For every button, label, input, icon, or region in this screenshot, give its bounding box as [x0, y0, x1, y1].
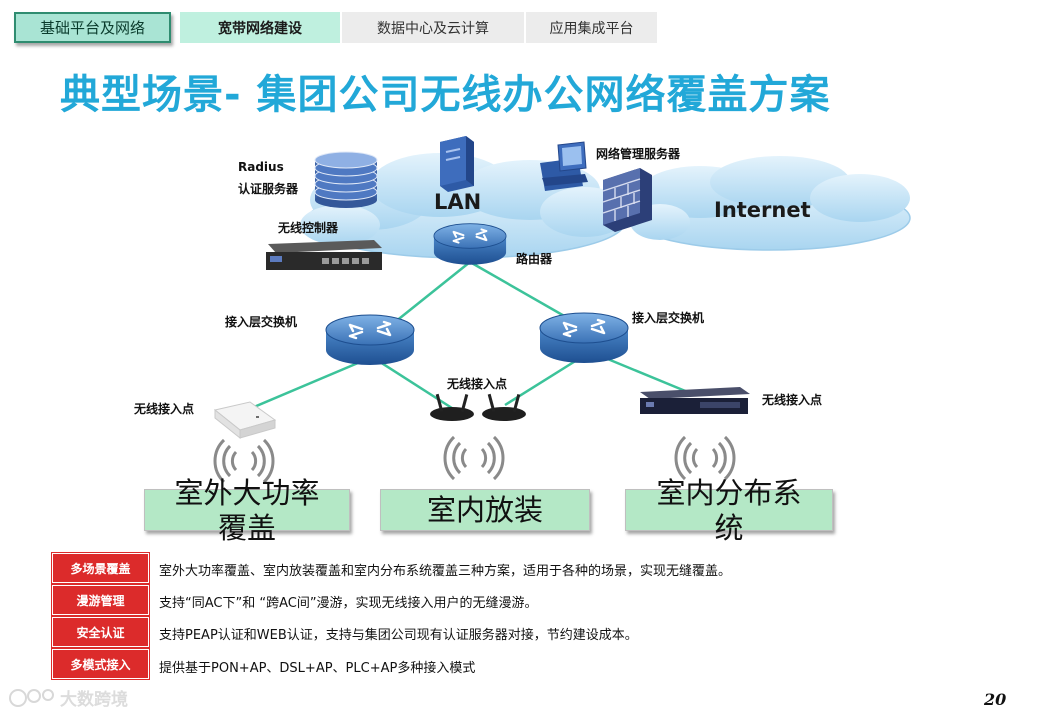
ap-right-label: 无线接入点 [762, 393, 823, 407]
feature-tag-multi-scene: 多场景覆盖 [52, 553, 149, 583]
scenario-das-line1: 室内分布系 [656, 476, 802, 510]
management-pc-icon [540, 141, 588, 191]
internet-label: Internet [714, 198, 811, 222]
ap-middle-left-icon [430, 393, 474, 421]
wlc-label: 无线控制器 [278, 221, 339, 235]
ap-middle-label: 无线接入点 [447, 377, 508, 391]
feature-desc-multi-mode: 提供基于PON+AP、DSL+AP、PLC+AP多种接入模式 [159, 661, 476, 676]
firewall-icon [602, 168, 652, 232]
switch-left-label: 接入层交换机 [225, 315, 298, 329]
ap-right-icon [640, 387, 750, 414]
router-label: 路由器 [516, 252, 553, 266]
nms-label: 网络管理服务器 [596, 147, 681, 161]
scenario-indoor-box [380, 489, 590, 531]
switch-right-icon [538, 311, 630, 365]
feature-tag-security: 安全认证 [52, 617, 149, 647]
scenario-outdoor-box [144, 489, 350, 531]
tab-datacenter-cloud[interactable]: 数据中心及云计算 [342, 12, 524, 43]
wireless-controller-icon [266, 240, 382, 270]
internet-cloud [629, 156, 911, 251]
tab-app-integration[interactable]: 应用集成平台 [526, 12, 657, 43]
switch-right-label: 接入层交换机 [632, 311, 705, 325]
scenario-outdoor-line2: 覆盖 [217, 511, 276, 545]
lan-label: LAN [434, 190, 482, 214]
switch-left-icon [324, 313, 416, 367]
scenario-das-box [625, 489, 833, 531]
ap-left-icon [213, 401, 277, 440]
feature-tag-multi-mode: 多模式接入 [52, 649, 149, 679]
scenario-outdoor-line1: 室外大功率 [174, 476, 320, 510]
scenario-indoor-line1: 室内放装 [426, 493, 543, 527]
feature-desc-security: 支持PEAP认证和WEB认证，支持与集团公司现有认证服务器对接，节约建设成本。 [159, 628, 638, 643]
ap-left-label: 无线接入点 [134, 402, 195, 416]
server-tower-icon [440, 136, 474, 192]
tab-basic-platform[interactable]: 基础平台及网络 [14, 12, 171, 43]
ap-middle-right-icon [482, 393, 526, 421]
radius-label: Radius [238, 160, 284, 174]
feature-desc-multi-scene: 室外大功率覆盖、室内放装覆盖和室内分布系统覆盖三种方案，适用于各种的场景，实现无… [159, 564, 732, 579]
watermark-text: 大数跨境 [60, 689, 128, 710]
feature-desc-roaming: 支持“同AC下”和 “跨AC间”漫游，实现无线接入用户的无缝漫游。 [159, 596, 538, 611]
tab-broadband-network[interactable]: 宽带网络建设 [180, 12, 340, 43]
core-router-icon [432, 222, 508, 266]
feature-tag-roaming: 漫游管理 [52, 585, 149, 615]
page-title: 典型场景- 集团公司无线办公网络覆盖方案 [60, 72, 831, 118]
scenario-das-line2: 统 [714, 511, 744, 545]
radius-server-icon [314, 151, 378, 208]
watermark-logo: 大数跨境 [8, 686, 138, 710]
radius-server-label: 认证服务器 [238, 182, 299, 196]
page-number: 20 [984, 690, 1007, 709]
